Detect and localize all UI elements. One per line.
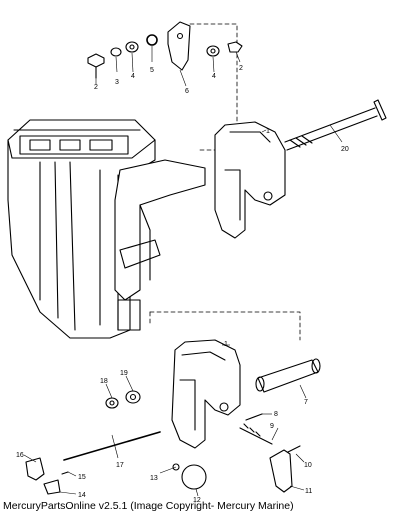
callout-19: 19 xyxy=(120,370,128,377)
callout-3: 3 xyxy=(115,79,119,86)
callout-1: 1 xyxy=(224,341,228,348)
callout-2: 2 xyxy=(94,84,98,91)
callout-1: 1 xyxy=(266,128,270,135)
callout-17: 17 xyxy=(116,462,124,469)
callout-16: 16 xyxy=(16,452,24,459)
hardware-lower-right xyxy=(239,413,301,493)
trim-cylinder xyxy=(255,358,321,393)
callout-2: 2 xyxy=(239,65,243,72)
callout-12: 12 xyxy=(193,497,201,504)
callout-7: 7 xyxy=(304,399,308,406)
callout-6: 6 xyxy=(185,88,189,95)
image-copyright-footer: MercuryPartsOnline v2.5.1 (Image Copyrig… xyxy=(3,500,294,512)
callout-13: 13 xyxy=(150,475,158,482)
callout-20: 20 xyxy=(341,146,349,153)
hardware-lower-left xyxy=(25,390,207,495)
clamp-bracket-upper xyxy=(214,121,286,239)
tilt-tube xyxy=(284,99,387,151)
callout-8: 8 xyxy=(274,411,278,418)
callout-15: 15 xyxy=(78,474,86,481)
callout-4: 4 xyxy=(212,73,216,80)
callout-9: 9 xyxy=(270,423,274,430)
callout-leaders xyxy=(23,46,343,497)
callout-18: 18 xyxy=(100,378,108,385)
hardware-top xyxy=(87,21,243,79)
swivel-bracket-upper xyxy=(114,159,206,331)
callout-10: 10 xyxy=(304,462,312,469)
callout-5: 5 xyxy=(150,67,154,74)
callout-11: 11 xyxy=(305,488,312,495)
clamp-bracket-lower xyxy=(171,339,241,449)
callout-14: 14 xyxy=(78,492,86,499)
callout-numbers: 2 3 4 5 6 4 2 1 20 1 7 8 9 10 11 12 13 1… xyxy=(16,65,349,504)
callout-4: 4 xyxy=(131,73,135,80)
